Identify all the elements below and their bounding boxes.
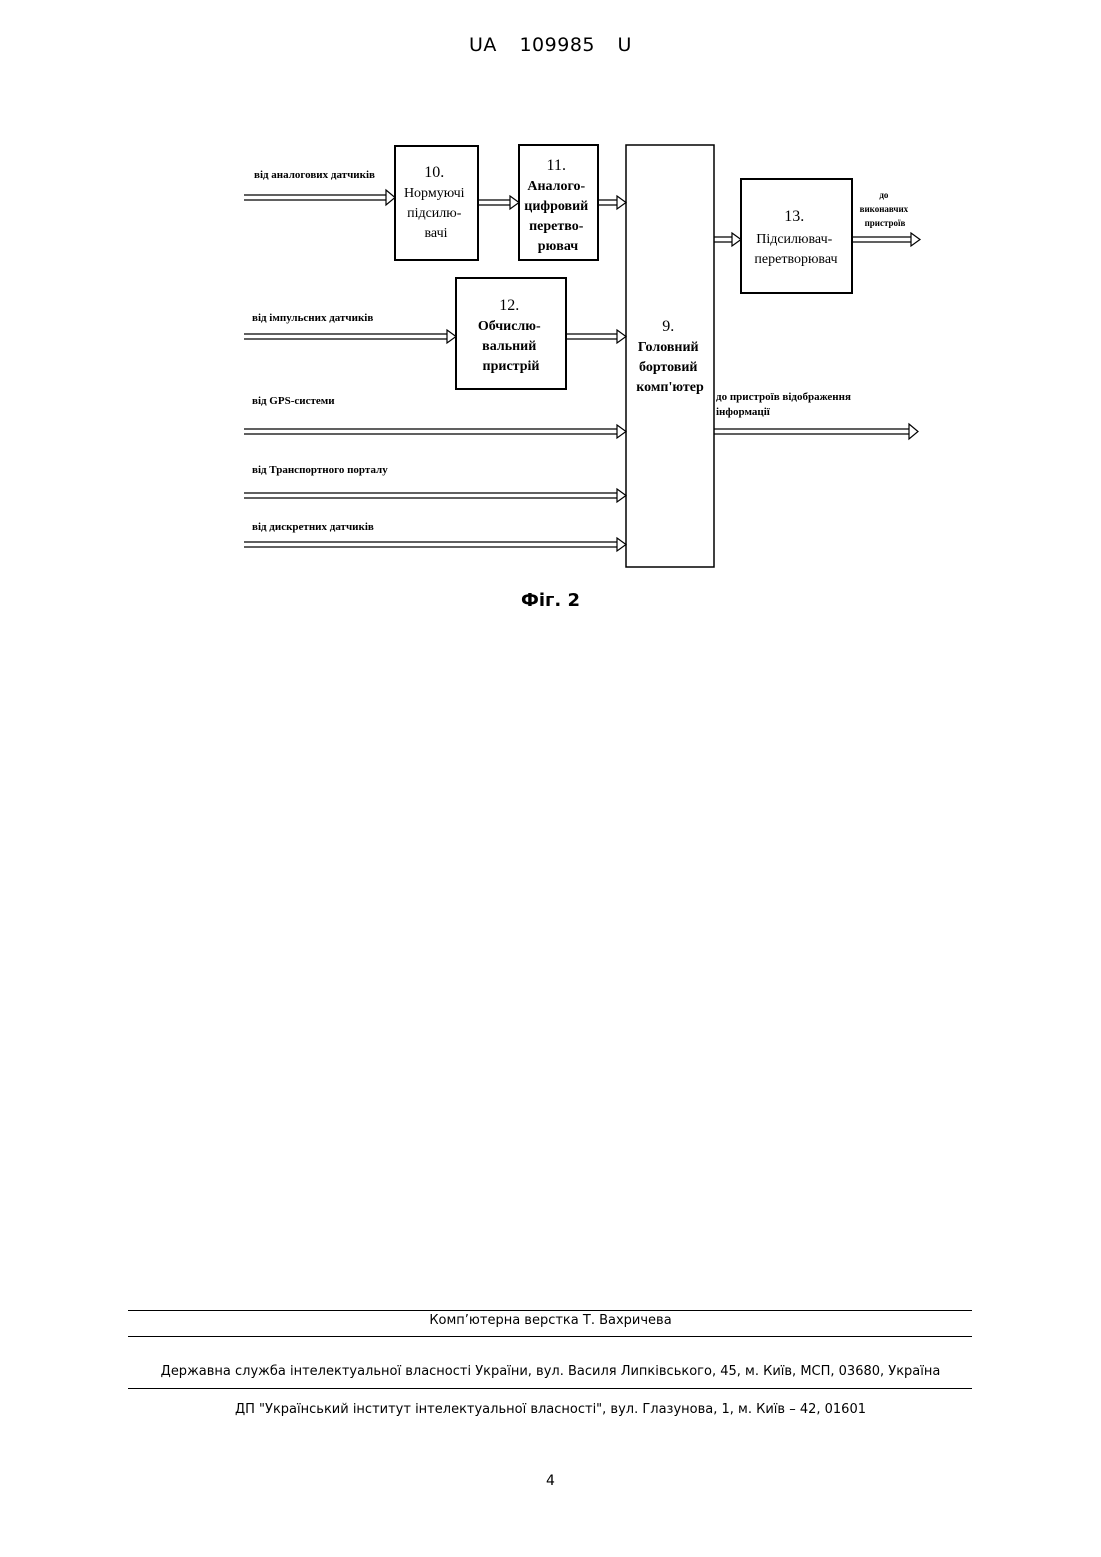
arrow-pulse-in [244, 334, 447, 339]
arrow-analog-in [244, 195, 386, 200]
block-diagram: 10. Нормуючі підсилю- вачі 11. Аналого- … [0, 0, 1101, 620]
input-label-gps: від GPS-системи [252, 395, 335, 407]
arrow-9-to-13 [714, 237, 732, 242]
arrow-13-out-head [911, 233, 920, 246]
footer-divider-3 [128, 1388, 972, 1389]
figure-caption: Фіг. 2 [0, 590, 1101, 611]
arrow-9-to-13-head [732, 233, 741, 246]
arrow-11-to-9 [598, 200, 617, 205]
arrow-analog-head [386, 190, 395, 205]
arrow-display-out [714, 429, 909, 434]
arrow-portal-head [617, 489, 626, 502]
output-label-display: до пристроїв відображення інформації [716, 391, 854, 418]
arrow-pulse-head [447, 330, 456, 343]
box-9-main-computer [626, 145, 714, 567]
arrow-discrete-in [244, 542, 617, 547]
arrow-10-to-11-head [510, 196, 519, 209]
arrow-12-to-9-head [617, 330, 626, 343]
arrow-gps-in [244, 429, 617, 434]
arrow-12-to-9 [566, 334, 617, 339]
arrow-10-to-11 [478, 200, 510, 205]
arrow-13-out [852, 237, 911, 242]
footer-service-address: Державна служба інтелектуальної власност… [0, 1364, 1101, 1379]
input-label-analog: від аналогових датчиків [254, 169, 375, 181]
output-label-actuators: до виконавчих пристроїв [860, 190, 911, 228]
footer-divider-1 [128, 1310, 972, 1311]
arrow-gps-head [617, 425, 626, 438]
footer-layout-credit: Комп’ютерна верстка Т. Вахричева [0, 1313, 1101, 1328]
arrow-display-head [909, 424, 918, 439]
footer-institute-address: ДП "Український інститут інтелектуальної… [0, 1402, 1101, 1417]
input-label-discrete: від дискретних датчиків [252, 521, 374, 533]
arrow-portal-in [244, 493, 617, 498]
input-label-portal: від Транспортного порталу [252, 464, 388, 476]
footer-divider-2 [128, 1336, 972, 1337]
arrow-11-to-9-head [617, 196, 626, 209]
input-label-pulse: від імпульсних датчиків [252, 312, 373, 324]
arrow-discrete-head [617, 538, 626, 551]
page-number: 4 [0, 1473, 1101, 1489]
